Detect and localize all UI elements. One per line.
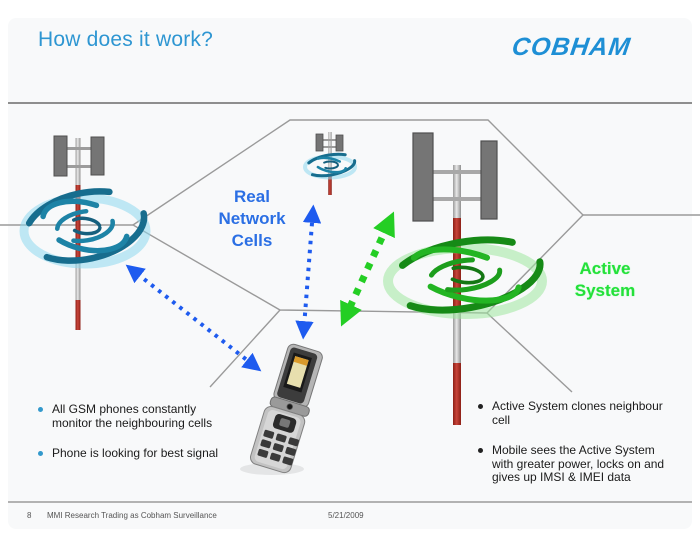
- flip-phone-icon: [249, 343, 323, 474]
- real-network-cells-label: Real Network Cells: [218, 187, 286, 251]
- radio-waves-icon: [303, 152, 357, 180]
- bullet-dot: [38, 451, 43, 457]
- footer-date: 5/21/2009: [328, 511, 364, 520]
- bullet-dot: [478, 404, 483, 409]
- page-number: 8: [27, 511, 32, 520]
- bullet-text: Phone is looking for best signal: [52, 446, 219, 461]
- cell-tower-icon: [315, 132, 344, 195]
- bullet-list-left: All GSM phones constantly monitor the ne…: [36, 402, 222, 478]
- list-item: Active System clones neighbour cell: [476, 399, 676, 427]
- list-item: Phone is looking for best signal: [36, 446, 222, 461]
- radio-waves-icon: [19, 188, 151, 269]
- active-system-label: Active System: [574, 259, 636, 301]
- list-item: All GSM phones constantly monitor the ne…: [36, 402, 222, 430]
- page-title: How does it work?: [38, 28, 213, 51]
- bullet-text: All GSM phones constantly monitor the ne…: [52, 402, 213, 430]
- bullet-text: Mobile sees the Active System with great…: [492, 443, 665, 485]
- cell-tower-icon: [53, 135, 105, 330]
- bullet-list-right: Active System clones neighbour cell Mobi…: [476, 399, 676, 502]
- dotted-double-arrow-icon: [125, 264, 262, 372]
- dashed-double-arrow-icon: [340, 211, 395, 327]
- footer-text: MMI Research Trading as Cobham Surveilla…: [47, 511, 217, 520]
- bullet-dot: [478, 448, 483, 454]
- cobham-logo: COBHAM: [510, 33, 633, 61]
- bullet-dot: [38, 407, 43, 412]
- dotted-double-arrow-icon: [295, 204, 322, 340]
- list-item: Mobile sees the Active System with great…: [476, 443, 676, 485]
- bullet-text: Active System clones neighbour cell: [492, 399, 663, 427]
- radio-waves-icon: [383, 236, 547, 319]
